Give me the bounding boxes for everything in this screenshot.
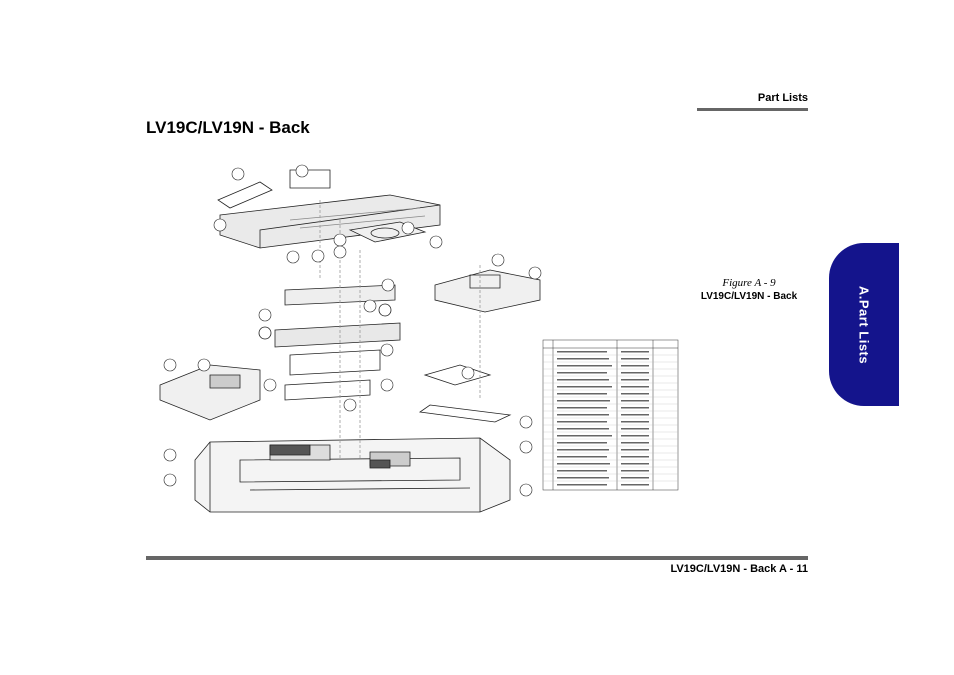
side-tab-label: A.Part Lists bbox=[856, 285, 872, 364]
figure-caption-title: LV19C/LV19N - Back bbox=[700, 291, 798, 302]
footer-page-label: LV19C/LV19N - Back A - 11 bbox=[670, 563, 808, 575]
figure-caption: Figure A - 9 LV19C/LV19N - Back bbox=[690, 277, 808, 302]
side-tab[interactable]: A.Part Lists bbox=[829, 243, 899, 406]
exploded-parts-diagram bbox=[159, 164, 679, 513]
figure-caption-label: Figure A - 9 bbox=[722, 277, 776, 289]
page-title: LV19C/LV19N - Back bbox=[146, 118, 310, 137]
footer-rule bbox=[146, 556, 808, 560]
header-section-label: Part Lists bbox=[757, 92, 808, 104]
header-rule bbox=[697, 108, 808, 111]
